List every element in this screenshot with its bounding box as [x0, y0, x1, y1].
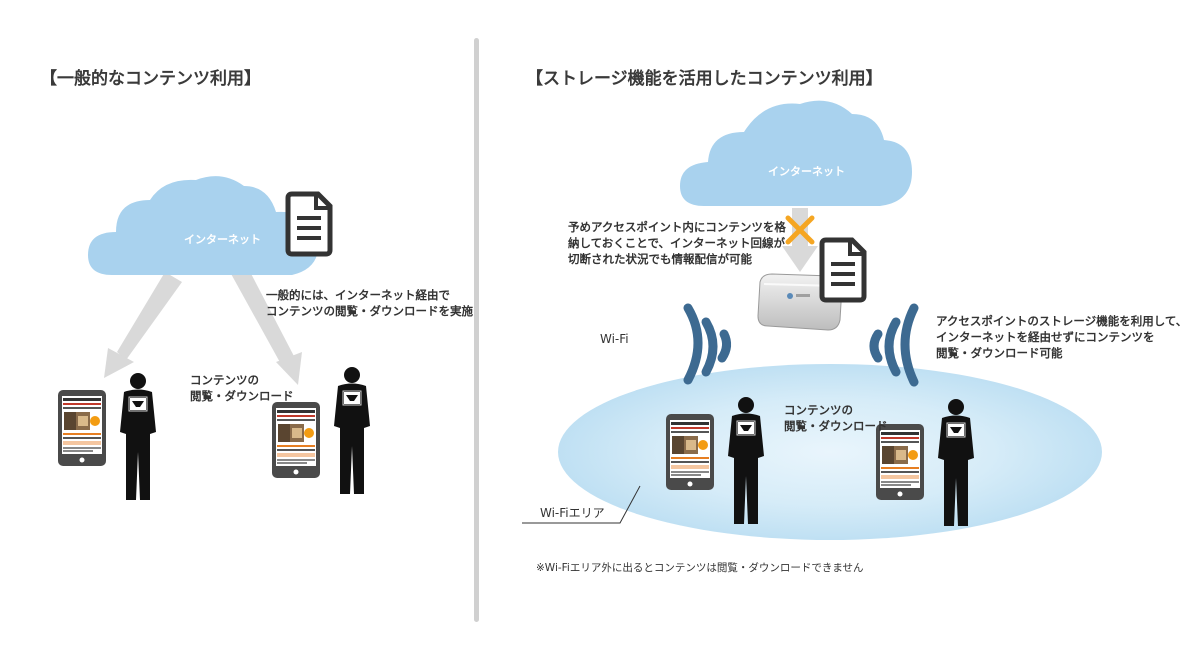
left-person-label: コンテンツの 閲覧・ダウンロード [190, 372, 294, 404]
right-title: 【ストレージ機能を活用したコンテンツ利用】 [526, 69, 883, 89]
wifi-area-pointer [522, 485, 641, 524]
tablet-icon [666, 414, 714, 490]
right-note-left-line: 予めアクセスポイント内にコンテンツを格 [568, 220, 786, 234]
right-note-right-line: 閲覧・ダウンロード可能 [936, 346, 1063, 360]
left-title: 【一般的なコンテンツ利用】 [40, 69, 261, 89]
left-arrow-to-tablet-2 [230, 264, 302, 385]
left-person-label-line: 閲覧・ダウンロード [190, 389, 294, 403]
document-icon [288, 194, 330, 254]
left-note-line: 一般的には、インターネット経由で [266, 288, 450, 302]
wifi-label: Wi-Fi [600, 332, 629, 346]
left-person-label-line: コンテンツの [190, 373, 259, 387]
left-cloud-label: インターネット [184, 233, 261, 246]
right-person-label: コンテンツの 閲覧・ダウンロード [784, 402, 888, 434]
person-icon [119, 372, 157, 501]
right-cloud-label: インターネット [768, 165, 845, 178]
right-note-right-line: インターネットを経由せずにコンテンツを [936, 330, 1155, 344]
tablet-icon [58, 390, 106, 466]
wifi-waves-icon [683, 303, 732, 385]
left-note-line: コンテンツの閲覧・ダウンロードを実施 [266, 304, 473, 318]
cloud-icon [88, 176, 319, 275]
right-note-left-line: 切断された状況でも情報配信が可能 [568, 252, 752, 266]
section-divider [474, 38, 479, 622]
person-icon [333, 366, 371, 495]
tablet-icon [272, 402, 320, 478]
tablet-icon [876, 424, 924, 500]
right-note-right-line: アクセスポイントのストレージ機能を利用して、 [936, 314, 1186, 328]
wifi-area [558, 364, 1102, 540]
right-note-left: 予めアクセスポイント内にコンテンツを格 納しておくことで、インターネット回線が … [568, 219, 786, 267]
right-note-right: アクセスポイントのストレージ機能を利用して、 インターネットを経由せずにコンテン… [936, 313, 1186, 361]
cross-icon [785, 215, 815, 245]
document-icon [822, 240, 864, 300]
wifi-area-label: Wi-Fiエリア [540, 506, 605, 520]
left-note: 一般的には、インターネット経由で コンテンツの閲覧・ダウンロードを実施 [266, 287, 473, 319]
right-person-label-line: コンテンツの [784, 403, 853, 417]
footnote: ※Wi-Fiエリア外に出るとコンテンツは閲覧・ダウンロードできません [536, 562, 864, 574]
left-arrow-to-tablet-1 [104, 272, 182, 378]
right-note-left-line: 納しておくことで、インターネット回線が [568, 236, 786, 250]
wifi-waves-icon [869, 303, 919, 387]
right-person-label-line: 閲覧・ダウンロード [784, 419, 888, 433]
cloud-icon [680, 100, 912, 206]
